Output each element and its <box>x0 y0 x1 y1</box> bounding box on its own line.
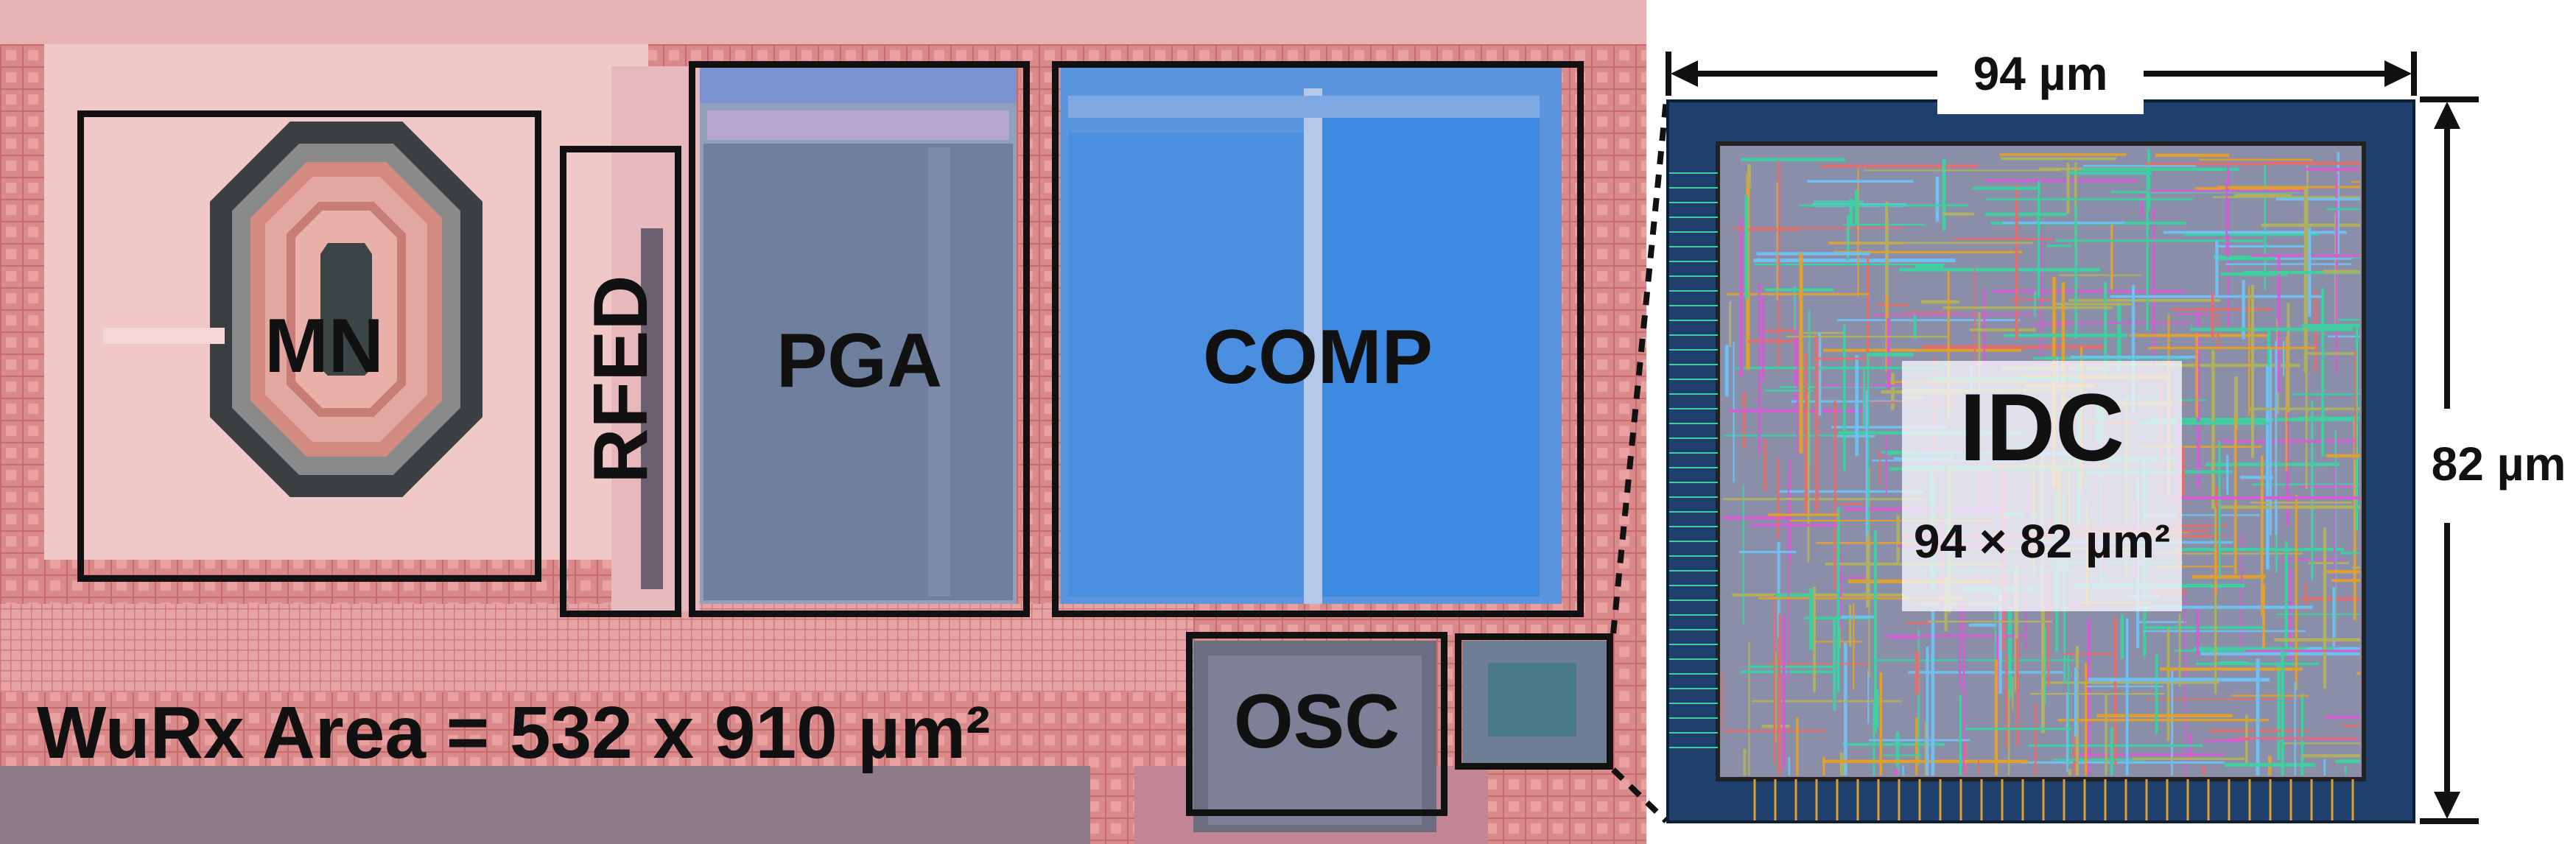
idc-label: IDC <box>1959 373 2124 481</box>
die-texture <box>0 0 1646 844</box>
area-caption: WuRx Area = 532 x 910 µm² <box>37 691 991 774</box>
die-photo: MN RFED PGA COMP OSC WuRx Area = 532 x 9… <box>0 0 1646 844</box>
rfed-block <box>560 146 681 617</box>
height-dimension-label: 82 µm <box>2421 420 2576 508</box>
idc-location-box <box>1455 633 1613 770</box>
idc-area-label: 94 × 82 µm² <box>1913 515 2171 568</box>
osc-label: OSC <box>1233 678 1400 764</box>
idc-label-bg <box>1902 361 2182 611</box>
comp-block <box>1052 61 1584 617</box>
pga-label: PGA <box>776 317 943 404</box>
osc-block <box>1186 632 1447 816</box>
comp-label: COMP <box>1203 314 1433 400</box>
mn-block <box>77 110 541 582</box>
idc-layout: IDC 94 × 82 µm² <box>1666 99 2415 823</box>
mn-label: MN <box>264 303 384 389</box>
inductor-graphic <box>103 122 482 497</box>
pga-block <box>689 61 1030 617</box>
width-dimension-label: 94 µm <box>1937 33 2144 114</box>
